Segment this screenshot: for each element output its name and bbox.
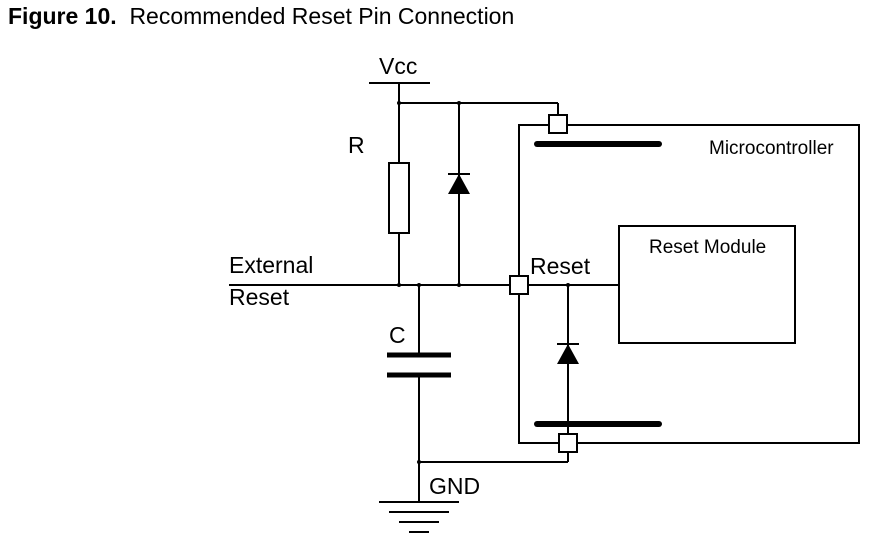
junction-dot (417, 283, 421, 287)
junction-dot (566, 283, 570, 287)
figure-caption: Recommended Reset Pin Connection (129, 3, 515, 29)
microcontroller-label: Microcontroller (709, 138, 834, 159)
figure-title: Figure 10. Recommended Reset Pin Connect… (8, 3, 514, 30)
internal-diode (557, 343, 579, 364)
resistor-label: R (348, 132, 365, 158)
external-reset-label-line2: Reset (229, 284, 290, 310)
ground-icon (379, 501, 459, 533)
external-diode (448, 173, 470, 194)
reset-pin (509, 275, 529, 295)
capacitor-label: C (389, 322, 406, 348)
gnd-pin (558, 433, 578, 453)
vcc-label: Vcc (379, 53, 417, 79)
junction-dot (417, 460, 421, 464)
figure-number: Figure 10. (8, 3, 117, 29)
resistor (388, 162, 410, 234)
junction-dot (397, 101, 401, 105)
junction-dot (397, 283, 401, 287)
reset-module-label: Reset Module (649, 237, 766, 258)
vcc-pin (548, 114, 568, 134)
gnd-label: GND (429, 473, 480, 499)
junction-dot (457, 101, 461, 105)
external-reset-label-line1: External (229, 252, 313, 278)
reset-pin-label: Reset (530, 253, 591, 279)
junction-dot (457, 283, 461, 287)
